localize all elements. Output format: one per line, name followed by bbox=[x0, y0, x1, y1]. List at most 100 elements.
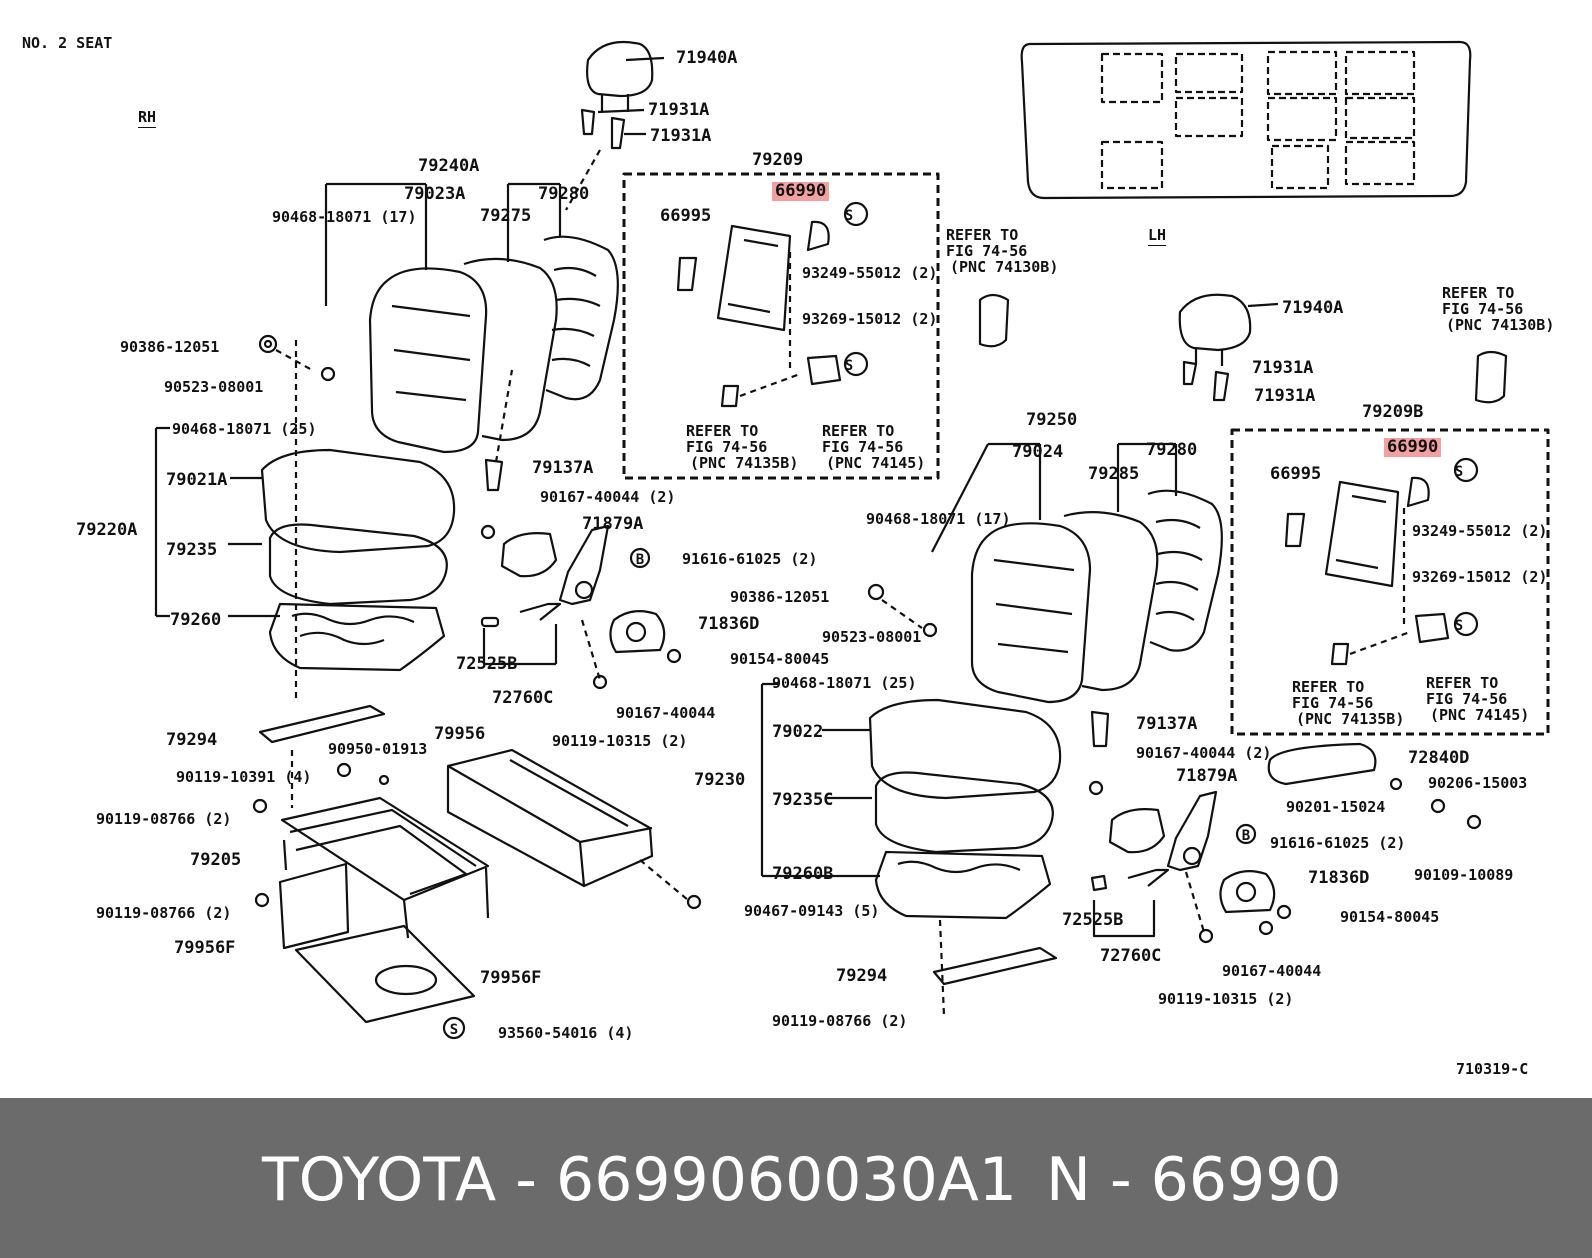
part-label: 79275 bbox=[480, 206, 532, 226]
part-label: 79209B bbox=[1362, 402, 1424, 422]
part-label: 90119-10391 (4) bbox=[176, 768, 312, 786]
part-label: 79240A bbox=[418, 156, 480, 176]
part-label: 72840D bbox=[1408, 748, 1470, 768]
part-label: 90468-18071 (17) bbox=[866, 510, 1011, 528]
diagram-drawing: S S S S B B S bbox=[154, 40, 1550, 1040]
part-label: 79250 bbox=[1026, 410, 1078, 430]
part-label: REFER TO bbox=[946, 226, 1019, 244]
part-label: 79230 bbox=[694, 770, 746, 790]
part-label: FIG 74-56 bbox=[946, 242, 1028, 260]
part-label: 91616-61025 (2) bbox=[1270, 834, 1406, 852]
part-label: 71836D bbox=[1308, 868, 1370, 888]
part-label: 90468-18071 (17) bbox=[272, 208, 417, 226]
part-label: 72525B bbox=[1062, 910, 1124, 930]
part-label: 90386-12051 bbox=[730, 588, 830, 606]
part-label: 93269-15012 (2) bbox=[802, 310, 938, 328]
svg-text:S: S bbox=[1455, 618, 1463, 634]
part-label: 93249-55012 (2) bbox=[802, 264, 938, 282]
part-label: 93560-54016 (4) bbox=[498, 1024, 634, 1042]
part-label: 79280 bbox=[1146, 440, 1198, 460]
part-label: 79021A bbox=[166, 470, 228, 490]
part-label: 79956F bbox=[480, 968, 542, 988]
part-label: 79260B bbox=[772, 864, 834, 884]
svg-text:S: S bbox=[450, 1022, 458, 1038]
side-label-lh: LH bbox=[1148, 226, 1167, 244]
part-label: 79022 bbox=[772, 722, 824, 742]
part-label: REFER TO bbox=[1426, 674, 1499, 692]
part-label: FIG 74-56 bbox=[822, 438, 904, 456]
part-label: 90201-15024 bbox=[1286, 798, 1386, 816]
part-label-highlighted: 66990 bbox=[1384, 438, 1442, 457]
pnc-number: N - 66990 bbox=[1046, 1145, 1342, 1215]
part-label: (PNC 74145) bbox=[1430, 706, 1530, 724]
part-label: 79024 bbox=[1012, 442, 1064, 462]
part-label: 71879A bbox=[582, 514, 644, 534]
part-label: FIG 74-56 bbox=[1426, 690, 1508, 708]
part-label: 90167-40044 bbox=[1222, 962, 1322, 980]
part-label: 79205 bbox=[190, 850, 242, 870]
part-label: 93269-15012 (2) bbox=[1412, 568, 1548, 586]
part-label: 90467-09143 (5) bbox=[744, 902, 880, 920]
part-label: 90468-18071 (25) bbox=[172, 420, 317, 438]
part-label: 90950-01913 bbox=[328, 740, 428, 758]
part-label: 93249-55012 (2) bbox=[1412, 522, 1548, 540]
part-label: 90119-10315 (2) bbox=[1158, 990, 1294, 1008]
part-label: 71931A bbox=[1252, 358, 1314, 378]
part-label: 71940A bbox=[1282, 298, 1344, 318]
vehicle-layout-icon bbox=[1020, 40, 1472, 200]
part-label: 79137A bbox=[532, 458, 594, 478]
part-label: 90109-10089 bbox=[1414, 866, 1514, 884]
part-label: 71879A bbox=[1176, 766, 1238, 786]
part-label: 90119-10315 (2) bbox=[552, 732, 688, 750]
part-label: 66995 bbox=[1270, 464, 1322, 484]
part-label: 79294 bbox=[166, 730, 218, 750]
part-label: FIG 74-56 bbox=[1292, 694, 1374, 712]
svg-text:S: S bbox=[845, 358, 853, 374]
part-label: 79137A bbox=[1136, 714, 1198, 734]
part-label: 79956 bbox=[434, 724, 486, 744]
part-label: 71931A bbox=[648, 100, 710, 120]
part-label: 79235 bbox=[166, 540, 218, 560]
part-label: 91616-61025 (2) bbox=[682, 550, 818, 568]
part-label: REFER TO bbox=[822, 422, 895, 440]
part-label: 72760C bbox=[1100, 946, 1162, 966]
part-label: 90386-12051 bbox=[120, 338, 220, 356]
part-label: 79294 bbox=[836, 966, 888, 986]
part-label: 71940A bbox=[676, 48, 738, 68]
brand-part-number: TOYOTA - 6699060030A1 bbox=[262, 1145, 1017, 1215]
part-label: 90119-08766 (2) bbox=[772, 1012, 908, 1030]
svg-text:S: S bbox=[1455, 464, 1463, 480]
part-label: 90154-80045 bbox=[730, 650, 830, 668]
part-label: (PNC 74135B) bbox=[1296, 710, 1405, 728]
part-label: 79220A bbox=[76, 520, 138, 540]
part-label: 90523-08001 bbox=[164, 378, 264, 396]
part-label: 72760C bbox=[492, 688, 554, 708]
part-label-highlighted: 66990 bbox=[772, 182, 830, 201]
part-label: 90167-40044 (2) bbox=[540, 488, 676, 506]
part-label: FIG 74-56 bbox=[686, 438, 768, 456]
part-label: 79023A bbox=[404, 184, 466, 204]
part-label: 79209 bbox=[752, 150, 804, 170]
part-label: 90523-08001 bbox=[822, 628, 922, 646]
part-label: 90154-80045 bbox=[1340, 908, 1440, 926]
svg-text:S: S bbox=[845, 208, 853, 224]
caption-bar: TOYOTA - 6699060030A1 N - 66990 bbox=[0, 1098, 1592, 1258]
part-label: 79235C bbox=[772, 790, 834, 810]
part-label: 90468-18071 (25) bbox=[772, 674, 917, 692]
section-title: NO. 2 SEAT bbox=[22, 34, 113, 52]
part-label: 72525B bbox=[456, 654, 518, 674]
side-label-rh: RH bbox=[138, 108, 157, 126]
part-label: 66995 bbox=[660, 206, 712, 226]
part-label: REFER TO bbox=[1292, 678, 1365, 696]
part-label: (PNC 74135B) bbox=[690, 454, 799, 472]
part-label: 71836D bbox=[698, 614, 760, 634]
part-label: (PNC 74130B) bbox=[1446, 316, 1555, 334]
illustration-id: 710319-C bbox=[1456, 1060, 1529, 1078]
part-label: 90167-40044 bbox=[616, 704, 716, 722]
part-label: 90119-08766 (2) bbox=[96, 904, 232, 922]
svg-text:B: B bbox=[1242, 828, 1250, 844]
part-label: 71931A bbox=[650, 126, 712, 146]
part-label: REFER TO bbox=[686, 422, 759, 440]
part-label: REFER TO bbox=[1442, 284, 1515, 302]
part-label: 90119-08766 (2) bbox=[96, 810, 232, 828]
